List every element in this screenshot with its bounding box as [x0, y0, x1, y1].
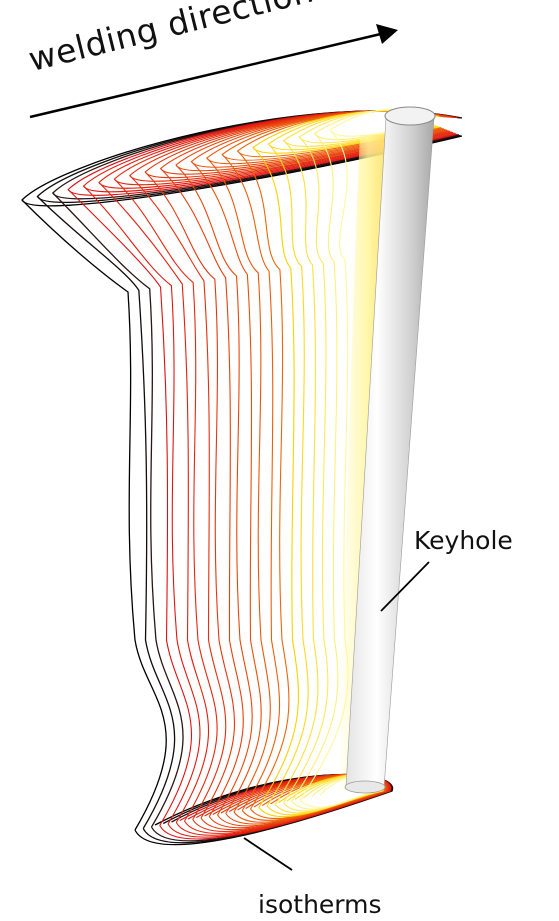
isotherm-side-profile — [145, 172, 234, 818]
keyhole-bottom-opening — [345, 781, 385, 793]
keyhole-top-opening — [385, 107, 435, 125]
isotherms-label: isotherms — [258, 890, 382, 919]
keyhole-label: Keyhole — [414, 526, 513, 555]
arrow-head — [376, 24, 398, 44]
isotherm-side-profile — [130, 176, 226, 820]
isotherms-leader-line — [244, 838, 292, 870]
isotherm-side-profile — [37, 197, 174, 829]
isotherm-side-profile — [267, 144, 308, 806]
isotherm-side-profile — [191, 162, 261, 814]
isotherm-side-profile — [53, 193, 183, 827]
isotherm-side-profile — [22, 200, 166, 830]
